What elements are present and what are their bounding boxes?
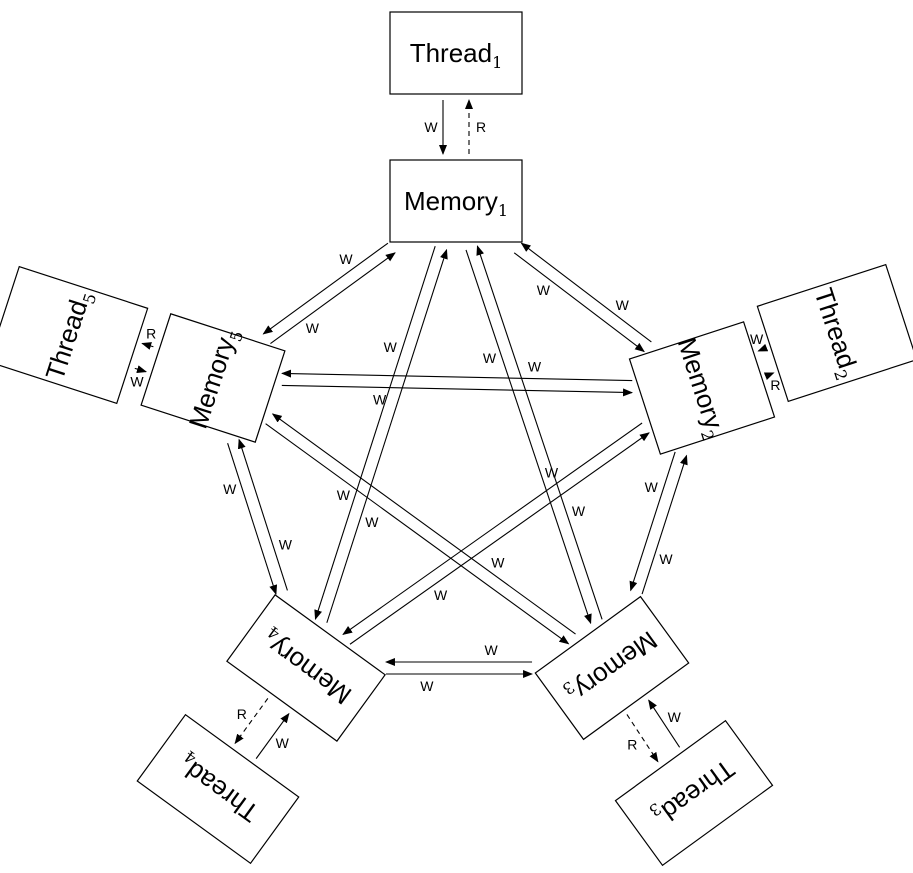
- edge-thread2-to-memory2: [757, 343, 769, 352]
- thread2-box: [756, 263, 913, 403]
- edge-memory2-to-thread2: [763, 372, 775, 380]
- node-memory1: Memory1: [389, 159, 523, 243]
- edge-label-memory5-to-thread5: R: [146, 326, 156, 342]
- edge-memory1-to-memory2: [513, 252, 645, 353]
- memory2-box: [628, 321, 776, 455]
- node-memory5: Memory5: [140, 313, 286, 443]
- edge-label-memory3-to-thread3: R: [627, 737, 637, 753]
- memory1-label: Memory1: [404, 186, 508, 220]
- edge-label-thread5-to-memory5: W: [130, 374, 144, 390]
- edge-label-memory1-to-memory4: W: [384, 339, 398, 355]
- edge-memory5-to-thread5: [141, 342, 154, 350]
- edge-thread5-to-memory5: [134, 365, 147, 373]
- edge-label-memory4-to-memory2: W: [434, 587, 448, 603]
- edge-memory4-to-thread4: [234, 698, 269, 745]
- edge-memory1-to-memory4: [314, 245, 436, 621]
- edge-memory1-to-memory5: [262, 242, 389, 335]
- edge-memory3-to-thread3: [626, 714, 659, 763]
- edge-label-memory5-to-memory3: W: [337, 487, 351, 503]
- memory1-subscript: 1: [498, 201, 508, 220]
- edge-memory2-to-memory5: [281, 369, 633, 382]
- edge-label-memory3-to-memory2: W: [659, 551, 673, 567]
- edge-label-memory1-to-memory3: W: [483, 350, 497, 366]
- node-thread1: Thread1: [389, 11, 523, 95]
- thread3-box: [614, 719, 774, 867]
- edge-label-memory2-to-memory1: W: [616, 297, 630, 313]
- memory3-box: [534, 595, 690, 741]
- memory5-box: [140, 313, 286, 443]
- edge-memory4-to-memory5: [237, 438, 288, 591]
- edge-label-thread2-to-memory2: W: [750, 331, 764, 347]
- edge-label-memory4-to-memory3: W: [420, 678, 434, 694]
- edge-memory5-to-memory1: [270, 252, 396, 345]
- thread1-subscript: 1: [492, 53, 502, 72]
- edge-memory2-to-memory1: [520, 242, 652, 343]
- edge-label-memory2-to-memory3: W: [645, 479, 659, 495]
- edge-memory2-to-memory3: [629, 451, 676, 592]
- edge-label-memory2-to-thread2: R: [770, 377, 780, 393]
- thread1-box: [389, 11, 523, 95]
- edge-label-memory1-to-memory5: W: [339, 251, 353, 267]
- thread5-box: [0, 265, 149, 405]
- edge-label-memory4-to-memory1: W: [365, 514, 379, 530]
- edge-memory1-to-memory3: [465, 249, 592, 625]
- edge-label-memory1-to-memory2: W: [537, 282, 551, 298]
- edge-label-memory5-to-memory4: W: [223, 481, 237, 497]
- edge-label-memory3-to-memory4: W: [485, 642, 499, 658]
- edge-memory3-to-memory5: [271, 413, 576, 635]
- edge-label-memory3-to-memory1: W: [572, 503, 586, 519]
- memory1-box: [389, 159, 523, 243]
- nodes-layer: Thread1Memory1Thread2Memory2Thread3Memor…: [0, 11, 913, 867]
- edge-label-memory4-to-thread4: R: [237, 706, 247, 722]
- thread1-label: Thread1: [410, 38, 503, 72]
- edge-label-thread1-to-memory1: W: [424, 119, 438, 135]
- node-memory2: Memory2: [628, 321, 776, 455]
- node-thread2: Thread2: [756, 263, 913, 403]
- thread4-box: [136, 713, 300, 865]
- edge-label-thread3-to-memory3: W: [668, 709, 682, 725]
- edge-memory5-to-memory2: [281, 384, 634, 397]
- edge-thread3-to-memory3: [648, 699, 681, 748]
- edge-memory4-to-memory1: [326, 248, 448, 623]
- node-thread5: Thread5: [0, 265, 149, 405]
- edge-memory5-to-memory4: [227, 443, 278, 596]
- edge-memory4-to-memory2: [349, 432, 650, 645]
- edge-label-thread4-to-memory4: W: [276, 735, 290, 751]
- node-thread3: Thread3: [614, 719, 774, 867]
- edge-label-memory5-to-memory2: W: [373, 391, 387, 407]
- edge-label-memory4-to-memory5: W: [279, 537, 293, 553]
- edge-label-memory1-to-thread1: R: [476, 119, 486, 135]
- edge-memory2-to-memory4: [342, 422, 643, 636]
- edge-label-memory5-to-memory1: W: [306, 320, 320, 336]
- edge-label-memory2-to-memory5: W: [528, 359, 542, 375]
- node-memory3: Memory3: [534, 595, 690, 741]
- edge-memory5-to-memory3: [265, 423, 570, 645]
- edge-label-memory2-to-memory4: W: [545, 464, 559, 480]
- edge-memory3-to-memory1: [476, 245, 603, 620]
- edge-label-memory3-to-memory5: W: [491, 555, 505, 571]
- memory4-box: [226, 594, 386, 742]
- node-memory4: Memory4: [226, 594, 386, 742]
- node-thread4: Thread4: [136, 713, 300, 865]
- edge-thread4-to-memory4: [255, 712, 290, 759]
- edge-memory3-to-memory2: [641, 454, 688, 595]
